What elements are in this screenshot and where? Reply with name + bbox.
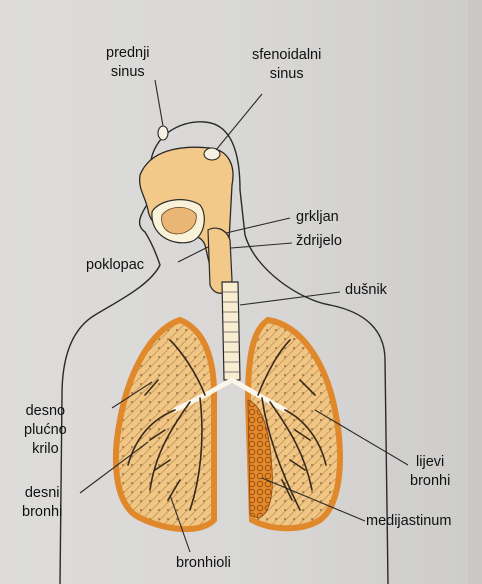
frontal-sinus: [158, 126, 168, 140]
label-line: desno: [24, 402, 67, 421]
trachea: [222, 282, 240, 380]
label-desni-bronhi: desni bronhi: [22, 484, 62, 522]
label-line: ždrijelo: [296, 232, 342, 251]
label-poklopac: poklopac: [86, 256, 144, 275]
label-line: lijevi: [410, 453, 450, 472]
label-medijastinum: medijastinum: [366, 512, 451, 531]
label-line: poklopac: [86, 256, 144, 275]
label-prednji-sinus: prednji sinus: [106, 44, 150, 82]
label-line: plućno: [24, 421, 67, 440]
label-line: bronhi: [410, 472, 450, 491]
label-line: sfenoidalni: [252, 46, 321, 65]
label-grkljan: grkljan: [296, 208, 339, 227]
label-bronhioli: bronhioli: [176, 554, 231, 573]
label-lijevi-bronhi: lijevi bronhi: [410, 453, 450, 491]
label-line: bronhioli: [176, 554, 231, 573]
right-lung: [116, 320, 214, 529]
label-line: prednji: [106, 44, 150, 63]
label-line: sinus: [106, 63, 150, 82]
label-line: grkljan: [296, 208, 339, 227]
label-line: bronhi: [22, 503, 62, 522]
label-zdrijelo: ždrijelo: [296, 232, 342, 251]
label-line: sinus: [252, 65, 321, 84]
label-line: desni: [22, 484, 62, 503]
sphenoid-sinus: [204, 148, 220, 160]
label-line: medijastinum: [366, 512, 451, 531]
label-sfenoidalni-sinus: sfenoidalni sinus: [252, 46, 321, 84]
label-dusnik: dušnik: [345, 281, 387, 300]
label-line: dušnik: [345, 281, 387, 300]
label-line: krilo: [24, 440, 67, 459]
label-desno-plucno-krilo: desno plućno krilo: [24, 402, 67, 459]
